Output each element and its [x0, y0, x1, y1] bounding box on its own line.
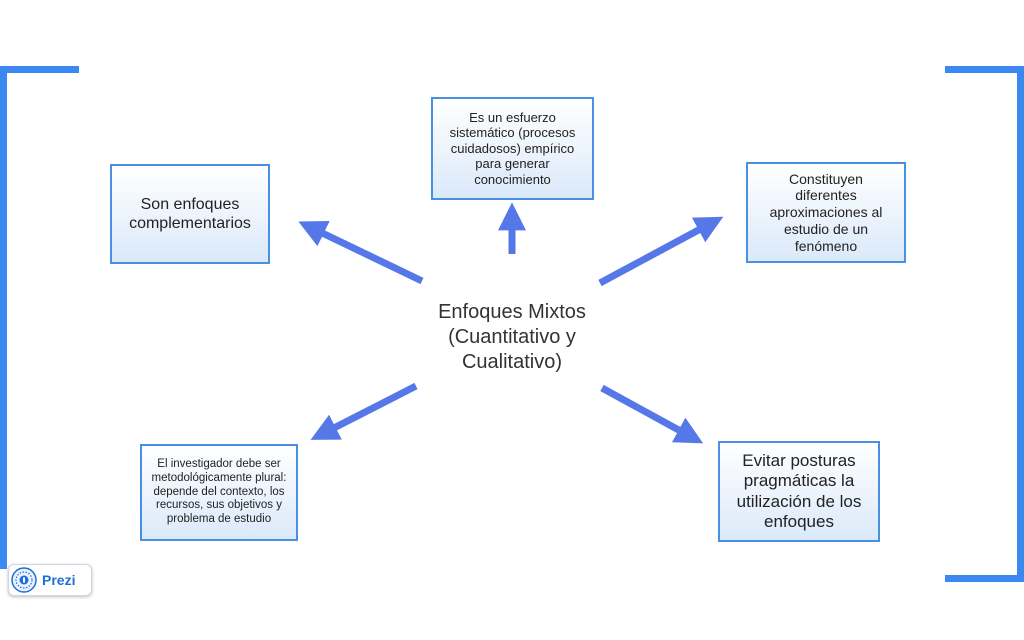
node-bottom-left: El investigador debe ser metodológicamen…	[140, 444, 298, 541]
node-bottom-right: Evitar posturas pragmáticas la utilizaci…	[718, 441, 880, 542]
node-top-left: Son enfoques complementarios	[110, 164, 270, 264]
prezi-logo-icon	[11, 567, 37, 593]
node-bottom-right-text: Evitar posturas pragmáticas la utilizaci…	[736, 450, 862, 531]
central-concept: Enfoques Mixtos (Cuantitativo y Cualitat…	[438, 301, 586, 373]
arrow-bottom-right	[600, 384, 704, 444]
node-top: Es un esfuerzo sistemático (procesos cui…	[431, 97, 594, 200]
frame-bracket-left	[0, 66, 79, 569]
node-top-right: Constituyen diferentes aproximaciones al…	[746, 162, 906, 263]
frame-bracket-right	[945, 66, 1024, 582]
prezi-logo[interactable]: Prezi	[8, 564, 92, 596]
arrow-top-left	[298, 221, 424, 285]
node-bottom-left-text: El investigador debe ser metodológicamen…	[151, 458, 287, 526]
node-top-left-text: Son enfoques complementarios	[129, 195, 251, 232]
arrow-bottom-left	[310, 382, 418, 440]
prezi-logo-text: Prezi	[42, 572, 76, 588]
node-top-text: Es un esfuerzo sistemático (procesos cui…	[449, 109, 576, 187]
node-top-right-text: Constituyen diferentes aproximaciones al…	[769, 170, 883, 254]
arrow-top-right	[598, 216, 724, 287]
